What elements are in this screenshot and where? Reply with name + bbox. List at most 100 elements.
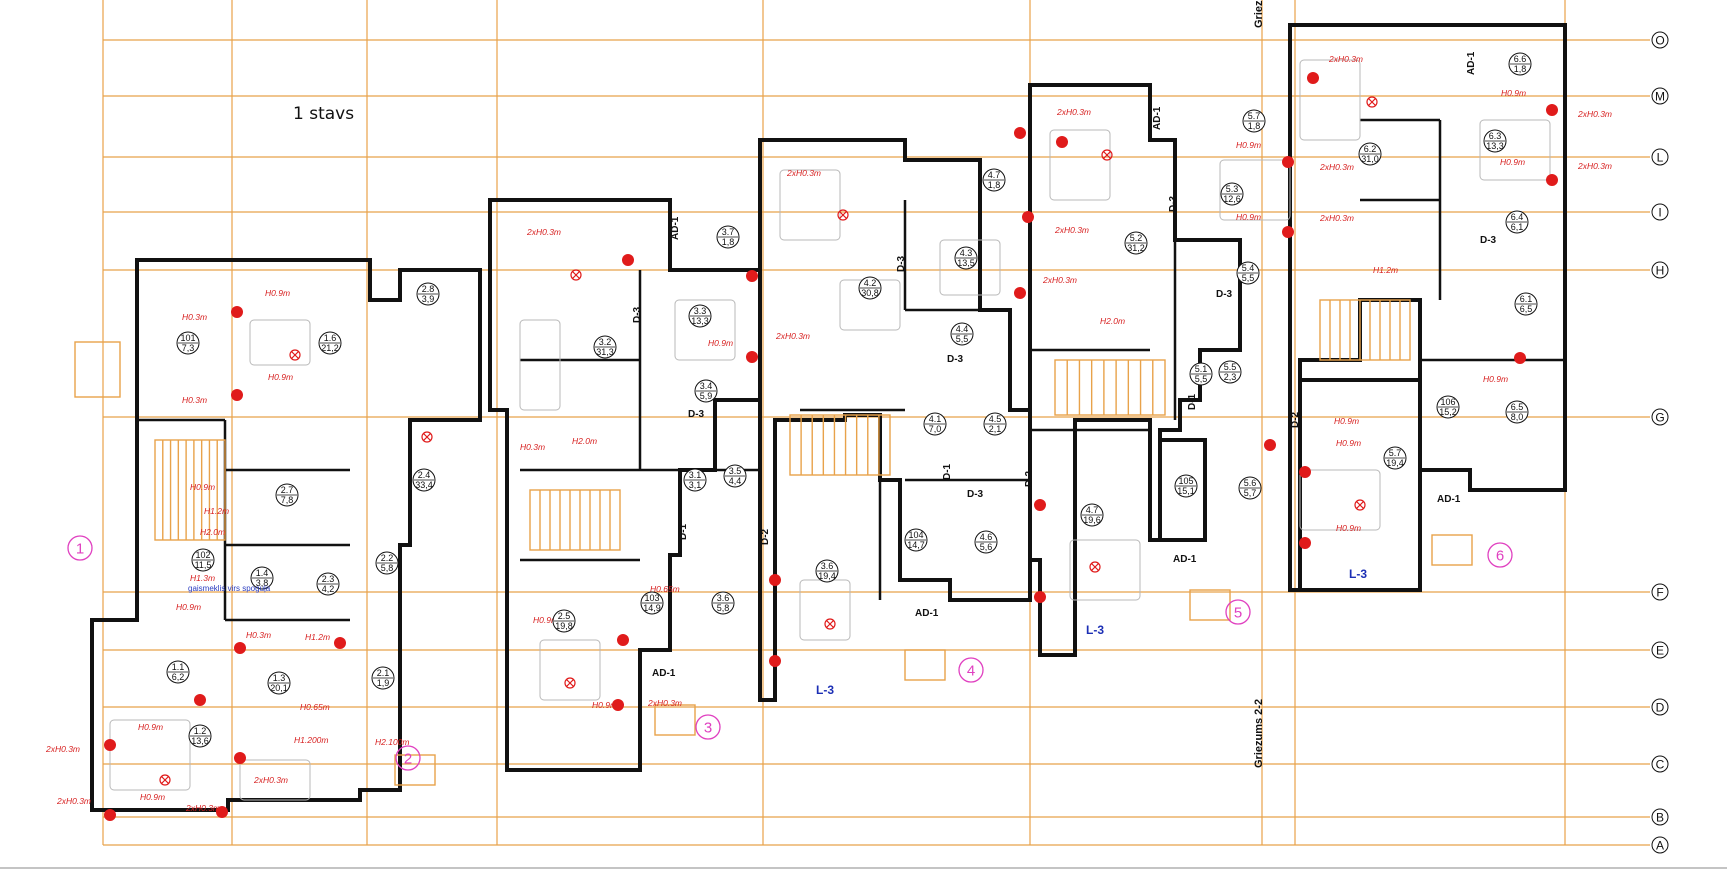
socket-symbol <box>1022 211 1034 223</box>
room-number: 3.6 <box>821 561 834 571</box>
room-tag: 2.77,8 <box>275 483 299 507</box>
fixture-height-label: H1.2m <box>204 506 229 516</box>
furniture-outline <box>1069 539 1141 601</box>
fixture-height-label: 2xH0.3m <box>1056 107 1091 117</box>
electrical-fixtures: H0.9mH0.3mH0.9mH0.3mH0.9mH1.2mH2.0mH1.3m… <box>45 54 1612 821</box>
svg-text:6: 6 <box>1496 548 1504 565</box>
room-number: 4.7 <box>988 170 1001 180</box>
grid-bubble <box>1651 408 1669 426</box>
room-area: 5,6 <box>980 542 993 552</box>
fixture-height-label: H0.9m <box>1334 416 1359 426</box>
structural-grid <box>102 0 1650 846</box>
socket-symbol <box>1514 352 1526 364</box>
room-area: 2,3 <box>1224 372 1237 382</box>
grid-axis-label: E <box>1656 644 1664 658</box>
apartment-marker: 1 <box>67 535 93 561</box>
room-number: 4.3 <box>960 248 973 258</box>
room-number: 2.2 <box>381 553 394 563</box>
entrance-steps <box>394 754 436 786</box>
door-label: AD-1 <box>915 608 939 619</box>
wall-outline <box>488 198 762 772</box>
grid-axis-label: M <box>1655 90 1665 104</box>
fixture-height-label: 2xH0.3m <box>45 744 80 754</box>
socket-symbol <box>231 306 243 318</box>
staircases <box>74 299 1473 786</box>
fixture-height-label: H0.9m <box>1483 374 1508 384</box>
room-tag: 4.65,6 <box>974 530 998 554</box>
room-tag: 5.719,4 <box>1383 446 1407 470</box>
room-area: 19,6 <box>1083 515 1101 525</box>
room-area: 1,9 <box>377 678 390 688</box>
mirror-light-note: gaismeklis virs spoguļa <box>188 584 271 593</box>
socket-symbol <box>234 752 246 764</box>
door-label: D-2 <box>760 528 771 545</box>
fixture-height-label: H0.9m <box>1236 140 1261 150</box>
room-tag: 4.313,5 <box>954 246 978 270</box>
door-label: D-2 <box>1290 411 1301 428</box>
room-area: 13,5 <box>957 258 975 268</box>
room-tag: 3.71,8 <box>716 225 740 249</box>
room-area: 15,2 <box>1439 407 1457 417</box>
room-area: 6,5 <box>1520 304 1533 314</box>
svg-text:3: 3 <box>704 720 712 737</box>
ceiling-light-symbol <box>1366 96 1378 108</box>
stair-type-label: L-3 <box>816 683 834 697</box>
socket-symbol <box>617 634 629 646</box>
grid-bubble <box>1651 836 1669 854</box>
room-tag: 5.312,6 <box>1220 182 1244 206</box>
door-label: AD-1 <box>1152 106 1163 130</box>
furniture-outline <box>1479 119 1551 181</box>
fixture-height-label: H0.9m <box>265 288 290 298</box>
fixture-height-label: H1.3m <box>190 573 215 583</box>
grid-axis-label: C <box>1656 758 1665 772</box>
fixture-height-label: H1.200m <box>294 735 329 745</box>
room-tag: 5.231,2 <box>1124 231 1148 255</box>
socket-symbol <box>1034 499 1046 511</box>
fixture-height-label: H2.0m <box>572 436 597 446</box>
room-tag: 4.719,6 <box>1080 503 1104 527</box>
apartment-marker: 5 <box>1225 599 1251 625</box>
room-tag: 1.621,2 <box>318 331 342 355</box>
furniture-outline <box>249 319 311 366</box>
grid-axis-label: L <box>1657 151 1664 165</box>
furniture-outline <box>1049 129 1111 201</box>
apartment-marker: 4 <box>958 657 984 683</box>
room-area: 6,1 <box>1511 222 1524 232</box>
room-area: 12,6 <box>1223 194 1241 204</box>
room-number: 3.7 <box>722 227 735 237</box>
partition-wall <box>1360 118 1565 362</box>
fixture-height-label: H0.9m <box>1500 157 1525 167</box>
door-label: D-1 <box>678 523 689 540</box>
room-tag: 3.65,8 <box>711 591 735 615</box>
fixture-height-label: H0.9m <box>140 792 165 802</box>
room-number: 6.2 <box>1364 144 1377 154</box>
room-number: 2.8 <box>422 284 435 294</box>
room-tag: 6.16,5 <box>1514 292 1538 316</box>
entrance-steps <box>904 649 946 681</box>
room-area: 5,9 <box>700 391 713 401</box>
fixture-height-label: 2xH0.3m <box>786 168 821 178</box>
room-number: 3.5 <box>729 466 742 476</box>
socket-symbol <box>1299 537 1311 549</box>
socket-symbol <box>1282 226 1294 238</box>
grid-bubble <box>1651 148 1669 166</box>
door-label: AD-1 <box>1466 51 1477 75</box>
fixture-height-label: H0.9m <box>1336 438 1361 448</box>
room-area: 2,1 <box>989 424 1002 434</box>
drawing-labels: OMLIHGFEDCBA1017,31.621,22.83,92.77,82.4… <box>67 31 1669 854</box>
room-number: 3.4 <box>700 381 713 391</box>
door-label: D-3 <box>947 354 964 365</box>
wall-outline <box>758 138 1032 702</box>
fixture-height-label: H0.9m <box>1501 88 1526 98</box>
wall-outline <box>1158 438 1207 542</box>
staircase <box>789 414 891 476</box>
door-label: D-3 <box>688 409 705 420</box>
grid-axis-label: I <box>1658 206 1661 220</box>
fixture-height-label: H2.100m <box>375 737 410 747</box>
fixture-height-label: H1.2m <box>1373 265 1398 275</box>
fixture-height-label: 2xH0.3m <box>1319 213 1354 223</box>
socket-symbol <box>1307 72 1319 84</box>
ceiling-light-symbol <box>1354 499 1366 511</box>
